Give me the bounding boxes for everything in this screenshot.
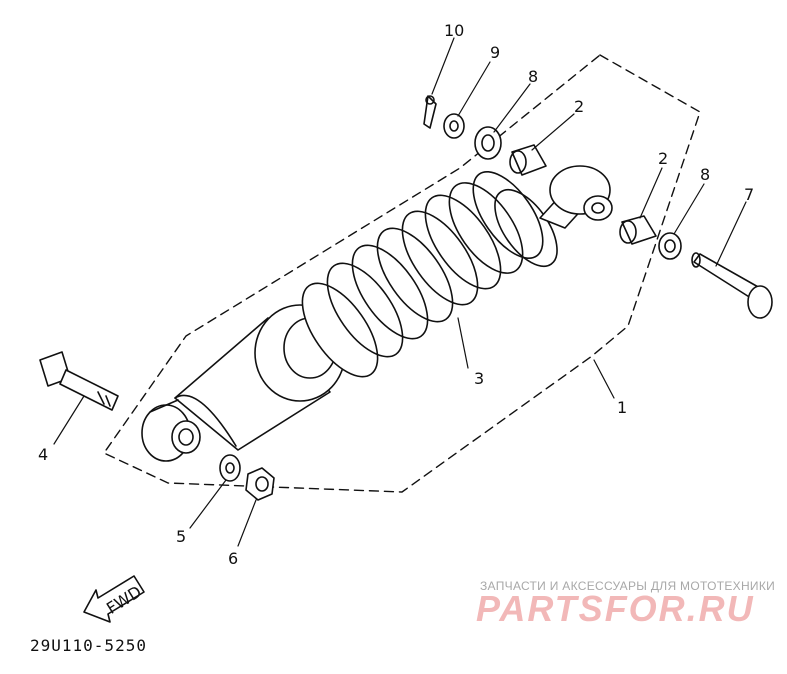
callout-6: 6 [228,549,238,568]
callout-8-lower: 8 [700,165,710,184]
callout-2-lower: 2 [658,149,668,168]
watermark-tagline: ЗАПЧАСТИ И АКСЕССУАРЫ ДЛЯ МОТОТЕХНИКИ [480,579,776,593]
collar-lower [619,215,657,245]
callout-5: 5 [176,527,186,546]
leader-lines [53,37,747,547]
fwd-arrow-icon [83,575,145,623]
mounting-pin [691,252,773,319]
callout-1: 1 [617,398,627,417]
shock-absorber [141,165,613,462]
assembly-dashed-outline [103,54,701,493]
callout-9: 9 [490,43,500,62]
watermark-logo: PARTSFOR.RU [476,588,755,629]
washer-9 [443,113,465,139]
mounting-bolt [39,351,119,411]
collar-upper [509,144,547,176]
callout-7: 7 [744,185,754,204]
callout-8-upper: 8 [528,67,538,86]
diagram-part-code: 29U110-5250 [30,636,147,655]
callout-3: 3 [474,369,484,388]
callout-10: 10 [444,21,464,40]
oil-seal-lower [658,232,682,260]
nut [245,467,275,501]
callout-labels: 1 2 2 3 4 5 6 7 8 8 9 10 FWD [38,21,754,618]
coil-spring [301,170,558,378]
cotter-pin [423,95,437,129]
callout-2-upper: 2 [574,97,584,116]
callout-4: 4 [38,445,48,464]
washer-5 [219,454,241,482]
oil-seal-upper [474,126,502,160]
